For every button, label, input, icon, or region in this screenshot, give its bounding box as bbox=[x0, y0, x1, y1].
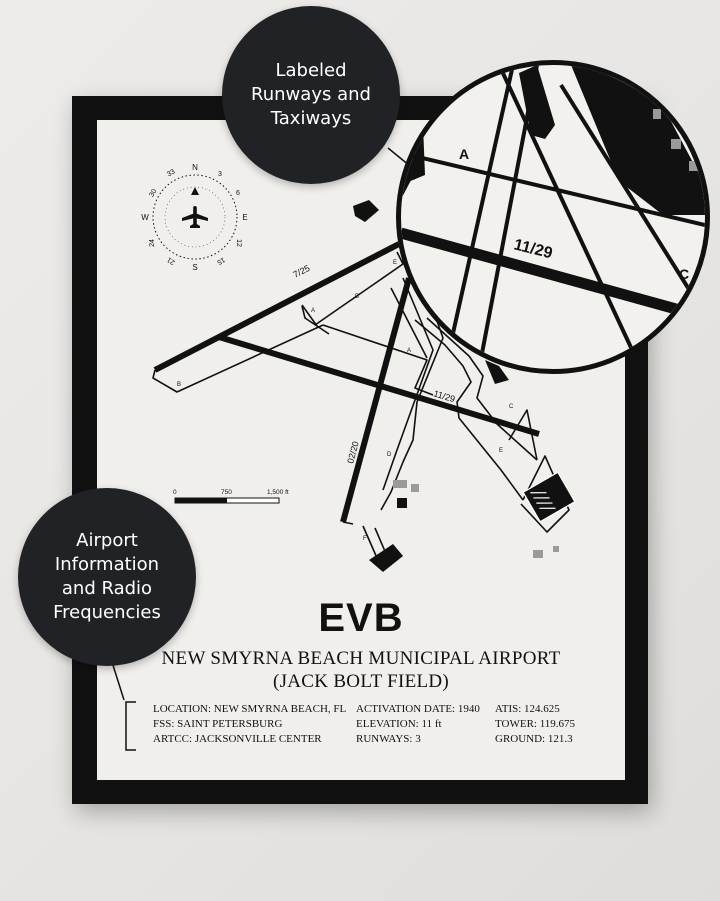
info-fss: FSS: SAINT PETERSBURG bbox=[153, 718, 283, 730]
parking-stripes bbox=[522, 471, 576, 523]
info-column-frequencies: ATIS: 124.625 TOWER: 119.675 GROUND: 121… bbox=[495, 702, 575, 747]
label-taxiway-c: C bbox=[509, 404, 514, 410]
airport-subtitle: (JACK BOLT FIELD) bbox=[272, 671, 450, 692]
airport-name: NEW SMYRNA BEACH MUNICIPAL AIRPORT bbox=[161, 648, 561, 669]
compass-21: 21 bbox=[166, 256, 176, 266]
compass-30: 30 bbox=[148, 188, 158, 198]
label-taxiway-e2: E bbox=[499, 448, 503, 454]
compass-33: 33 bbox=[166, 168, 176, 178]
runways bbox=[153, 241, 540, 523]
callout-runways: Labeled Runways and Taxiways bbox=[222, 6, 400, 184]
compass-w: W bbox=[141, 213, 149, 222]
compass-3: 3 bbox=[218, 171, 222, 178]
info-location: LOCATION: NEW SMYRNA BEACH, FL bbox=[153, 703, 347, 715]
label-taxiway-a: A bbox=[311, 308, 315, 314]
scale-zero: 0 bbox=[173, 489, 177, 496]
compass-s: S bbox=[192, 263, 197, 272]
runway-7-25 bbox=[153, 241, 401, 373]
label-runway-7-25: 7/25 bbox=[291, 263, 311, 280]
compass-6: 6 bbox=[236, 190, 240, 197]
zoom-label-c: C bbox=[679, 266, 689, 282]
label-taxiway-b: B bbox=[355, 294, 359, 300]
scale-end: 1,500 ft bbox=[267, 489, 289, 496]
zoom-label-runway: 11/29 bbox=[512, 236, 554, 262]
info-atis: ATIS: 124.625 bbox=[495, 703, 560, 715]
compass-n: N bbox=[192, 163, 198, 172]
airport-diagram: N S E W 3 6 12 15 21 24 30 33 bbox=[141, 163, 576, 572]
buildings bbox=[353, 200, 576, 572]
info-runways: RUNWAYS: 3 bbox=[356, 733, 421, 745]
label-taxiway-f: F bbox=[363, 536, 367, 542]
info-column-location: LOCATION: NEW SMYRNA BEACH, FL FSS: SAIN… bbox=[153, 702, 346, 747]
airport-code: EVB bbox=[318, 596, 404, 640]
label-taxiway-e: E bbox=[393, 260, 397, 266]
scale-bar: 0 750 1,500 ft bbox=[173, 489, 289, 504]
taxiways bbox=[152, 251, 570, 559]
info-column-details: ACTIVATION DATE: 1940 ELEVATION: 11 ft R… bbox=[356, 702, 480, 747]
info-elevation: ELEVATION: 11 ft bbox=[356, 718, 442, 730]
callout-runways-text: Labeled Runways and Taxiways bbox=[251, 60, 371, 129]
compass-12: 12 bbox=[235, 239, 242, 247]
compass-24: 24 bbox=[149, 239, 156, 247]
label-taxiway-d: D bbox=[387, 452, 392, 458]
compass-e: E bbox=[242, 213, 247, 222]
zoom-label-a: A bbox=[459, 146, 469, 162]
airplane-icon bbox=[182, 206, 208, 228]
zoom-diagram: A 11/29 C bbox=[401, 65, 705, 369]
info-ground: GROUND: 121.3 bbox=[495, 733, 573, 745]
info-tower: TOWER: 119.675 bbox=[495, 718, 576, 730]
callout-airport-info-text: Airport Information and Radio Frequencie… bbox=[53, 530, 161, 623]
label-taxiway-b2: B bbox=[177, 382, 181, 388]
info-artcc: ARTCC: JACKSONVILLE CENTER bbox=[153, 733, 322, 745]
compass-15: 15 bbox=[216, 256, 226, 266]
zoom-magnifier: A 11/29 C bbox=[396, 60, 710, 374]
runway-02-20 bbox=[340, 277, 412, 523]
scale-mid: 750 bbox=[221, 489, 232, 496]
label-taxiway-a2: A bbox=[407, 348, 411, 354]
callout-airport-info: Airport Information and Radio Frequencie… bbox=[18, 488, 196, 666]
compass-rose: N S E W 3 6 12 15 21 24 30 33 bbox=[141, 163, 247, 272]
info-activation: ACTIVATION DATE: 1940 bbox=[356, 703, 480, 715]
